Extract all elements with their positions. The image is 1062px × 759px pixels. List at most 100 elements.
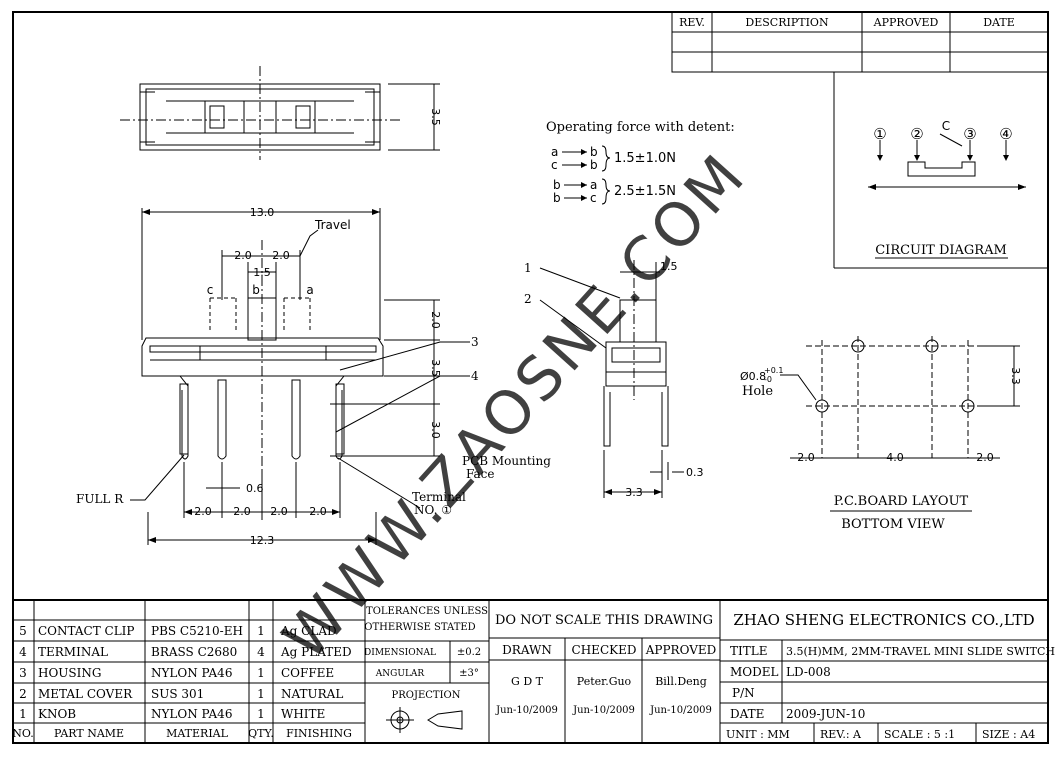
part-row-finishing: Ag CLAD bbox=[280, 624, 337, 638]
terminal-label-2: NO. ① bbox=[414, 503, 452, 517]
travel-right-dim: 2.0 bbox=[272, 249, 290, 262]
top-view-height-dim: 3.5 bbox=[429, 108, 442, 126]
pcb-height-dim: 3.3 bbox=[1009, 367, 1022, 385]
hole-diameter-label: Ø0.8 bbox=[740, 370, 766, 383]
parts-table-rows: 5 CONTACT CLIP PBS C5210-EH 1 Ag CLAD 4 … bbox=[19, 624, 351, 721]
date-value: 2009-JUN-10 bbox=[786, 707, 865, 721]
side-knob-width-dim: 1.5 bbox=[660, 260, 678, 273]
force-row1-from2: c bbox=[551, 158, 558, 172]
do-not-scale-note: DO NOT SCALE THIS DRAWING bbox=[495, 613, 713, 628]
force-row2-value: 2.5±1.5N bbox=[614, 184, 676, 199]
circuit-arrowheads bbox=[868, 155, 1026, 190]
sheet-border bbox=[12, 11, 1049, 744]
parts-header-qty: QTY. bbox=[248, 727, 274, 740]
part-row-name: CONTACT CLIP bbox=[38, 624, 135, 638]
circuit-label-2: ② bbox=[910, 125, 923, 143]
front-view bbox=[130, 208, 470, 545]
pitch-dim-3: 2.0 bbox=[270, 505, 288, 518]
part-row-material: NYLON PA46 bbox=[151, 666, 232, 680]
parts-header-finishing: FINISHING bbox=[286, 727, 352, 740]
part-row-finishing: Ag PLATED bbox=[280, 645, 352, 659]
top-view bbox=[120, 66, 440, 160]
side-view bbox=[539, 260, 684, 498]
part-row-finishing: NATURAL bbox=[281, 687, 343, 701]
pcb-face-label-2: Face bbox=[466, 467, 495, 481]
force-row1-to2: b bbox=[590, 158, 598, 172]
position-a-label: a bbox=[306, 283, 313, 297]
model-label: MODEL bbox=[730, 665, 779, 679]
force-row2-to2: c bbox=[590, 191, 597, 205]
part-row-qty: 4 bbox=[257, 645, 265, 659]
part-row-name: TERMINAL bbox=[38, 645, 108, 659]
circuit-label-3: ③ bbox=[963, 125, 976, 143]
circuit-diagram-title: CIRCUIT DIAGRAM bbox=[875, 243, 1007, 258]
pcb-face-label-1: PCB Mounting bbox=[462, 454, 551, 468]
tolerance-title-2: OTHERWISE STATED bbox=[364, 622, 475, 633]
date-label: DATE bbox=[730, 707, 764, 721]
date-header: DATE bbox=[983, 16, 1015, 29]
travel-label: Travel bbox=[314, 218, 351, 232]
checked-header: CHECKED bbox=[572, 643, 637, 657]
pin-length-dim: 3.0 bbox=[429, 421, 442, 439]
pcb-layout-subtitle: BOTTOM VIEW bbox=[841, 517, 945, 532]
dimensional-label: DIMENSIONAL bbox=[364, 648, 436, 658]
circuit-diagram-box bbox=[833, 72, 1048, 269]
pcb-dim-left: 2.0 bbox=[797, 451, 815, 464]
pcb-layout-title: P.C.BOARD LAYOUT bbox=[834, 494, 969, 509]
approved-header-bottom: APPROVED bbox=[645, 643, 717, 657]
angular-label: ANGULAR bbox=[375, 669, 425, 679]
title-label: TITLE bbox=[730, 644, 767, 658]
part-row-no: 5 bbox=[19, 624, 27, 638]
revision-table bbox=[671, 11, 1049, 73]
title-block-grid bbox=[13, 599, 1048, 743]
circuit-label-1: ① bbox=[873, 125, 886, 143]
force-row1-value: 1.5±1.0N bbox=[614, 151, 676, 166]
projection-label: PROJECTION bbox=[392, 690, 461, 701]
front-width-dim: 13.0 bbox=[250, 206, 275, 219]
travel-left-dim: 2.0 bbox=[234, 249, 252, 262]
parts-header-name: PART NAME bbox=[54, 727, 124, 740]
circuit-c-label: C bbox=[942, 119, 950, 133]
title-value: 3.5(H)MM, 2MM-TRAVEL MINI SLIDE SWITCH bbox=[786, 645, 1055, 658]
pin-width-dim: 0.6 bbox=[246, 482, 264, 495]
side-callout-1: 1 bbox=[524, 261, 532, 275]
drawn-by: G D T bbox=[511, 675, 544, 688]
scale-label: SCALE : 5 :1 bbox=[884, 728, 955, 741]
pcb-dim-right: 2.0 bbox=[976, 451, 994, 464]
approved-date: Jun-10/2009 bbox=[649, 705, 712, 716]
body-height-dim: 3.5 bbox=[429, 359, 442, 377]
part-row-material: BRASS C2680 bbox=[151, 645, 237, 659]
part-row-name: HOUSING bbox=[38, 666, 101, 680]
dimensional-value: ±0.2 bbox=[457, 647, 481, 658]
approved-by: Bill.Deng bbox=[655, 675, 707, 688]
side-pin-thick-dim: 0.3 bbox=[686, 466, 704, 479]
front-view-arrowheads bbox=[142, 209, 380, 543]
company-name: ZHAO SHENG ELECTRONICS CO.,LTD bbox=[733, 611, 1034, 629]
size-label: SIZE : A4 bbox=[982, 728, 1035, 741]
part-row-finishing: COFFEE bbox=[281, 666, 334, 680]
side-callout-2: 2 bbox=[524, 292, 532, 306]
part-row-no: 2 bbox=[19, 687, 27, 701]
hole-tol-lower: -0 bbox=[764, 375, 772, 384]
terminal-label-1: Terminal bbox=[412, 490, 466, 504]
checked-by: Peter.Guo bbox=[577, 675, 632, 688]
pitch-dim-4: 2.0 bbox=[309, 505, 327, 518]
hole-tol-upper: +0.1 bbox=[764, 366, 783, 375]
part-row-qty: 1 bbox=[257, 687, 265, 701]
part-row-material: PBS C5210-EH bbox=[151, 624, 243, 638]
part-row-name: KNOB bbox=[38, 707, 76, 721]
part-row-no: 3 bbox=[19, 666, 27, 680]
part-row-material: NYLON PA46 bbox=[151, 707, 232, 721]
part-row-qty: 1 bbox=[257, 624, 265, 638]
full-r-label: FULL R bbox=[76, 492, 124, 506]
knob-width-dim: 1.5 bbox=[253, 266, 271, 279]
pcb-layout bbox=[780, 336, 1020, 512]
operating-force-diagram bbox=[562, 145, 611, 205]
approved-header: APPROVED bbox=[873, 16, 939, 29]
pitch-dim-2: 2.0 bbox=[233, 505, 251, 518]
side-depth-dim: 3.3 bbox=[625, 486, 643, 499]
drawn-date: Jun-10/2009 bbox=[495, 705, 558, 716]
tolerance-title-1: TOLERANCES UNLESS bbox=[366, 606, 488, 617]
checked-date: Jun-10/2009 bbox=[572, 705, 635, 716]
model-value: LD-008 bbox=[786, 665, 831, 679]
